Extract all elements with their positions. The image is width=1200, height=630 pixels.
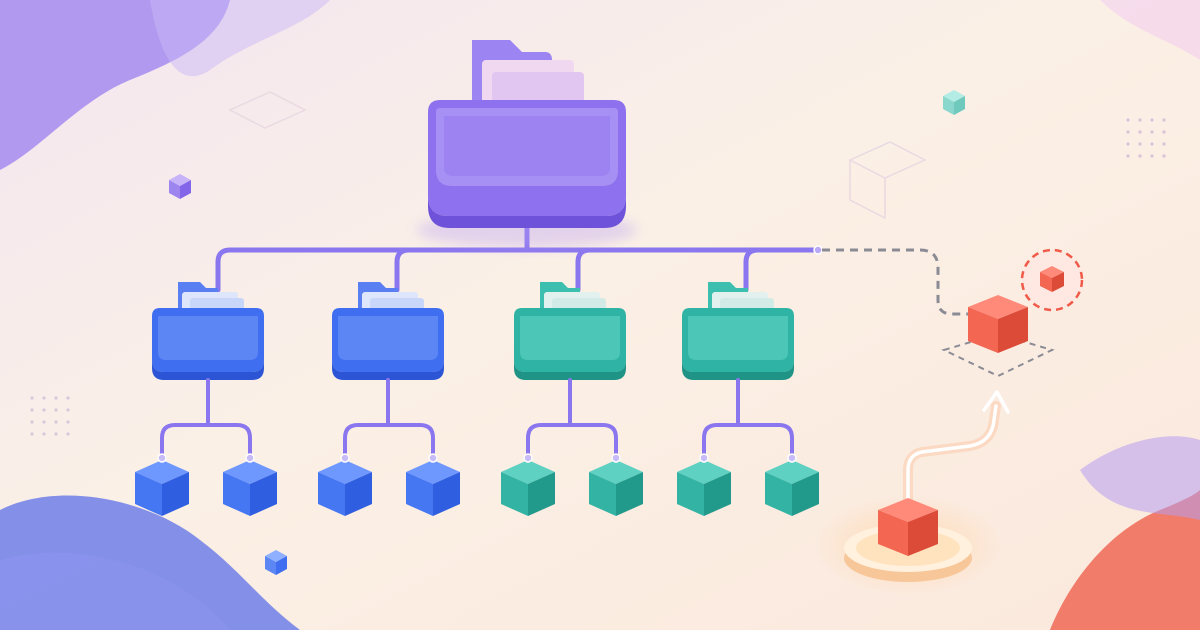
leaf-cube-icon <box>318 460 372 516</box>
dashed-target-slot <box>941 332 1055 378</box>
blob-bottom-left-light <box>0 552 230 630</box>
dashed-move-path <box>822 248 968 316</box>
blob-top-right <box>1100 0 1200 60</box>
target-red-cube-icon <box>968 295 1028 353</box>
leaf-cube-icon <box>677 460 731 516</box>
dot-grid-left <box>30 396 70 436</box>
leaf-cubes <box>135 460 819 516</box>
floating-cube-teal-icon <box>943 90 965 115</box>
leaf-cube-icon <box>501 460 555 516</box>
root-folder-icon <box>417 40 637 248</box>
source-red-cube-icon <box>878 498 938 556</box>
blob-top-left-light <box>150 0 330 77</box>
leaf-cube-icon <box>223 460 277 516</box>
floating-cube-purple-icon <box>169 174 191 199</box>
leaf-cube-icon <box>589 460 643 516</box>
leaf-node-dots <box>157 453 797 463</box>
dot-grid-right <box>1126 118 1166 158</box>
blob-bottom-right <box>1050 490 1200 630</box>
subfolder-1-icon <box>152 282 264 380</box>
leaf-cube-icon <box>135 460 189 516</box>
leaf-cube-icon <box>765 460 819 516</box>
leaf-cube-icon <box>406 460 460 516</box>
floating-cube-blue-icon <box>265 550 287 575</box>
leaf-connectors <box>160 378 794 460</box>
subfolder-4-icon <box>682 282 794 380</box>
blob-right-purple <box>1080 436 1200 520</box>
faint-outline-shapes <box>228 91 927 220</box>
subfolder-2-icon <box>332 282 444 380</box>
move-up-arrow-icon <box>903 390 1010 505</box>
target-marker-icon <box>1020 248 1084 312</box>
subfolder-3-icon <box>514 282 626 380</box>
connector-end-node <box>813 245 823 255</box>
